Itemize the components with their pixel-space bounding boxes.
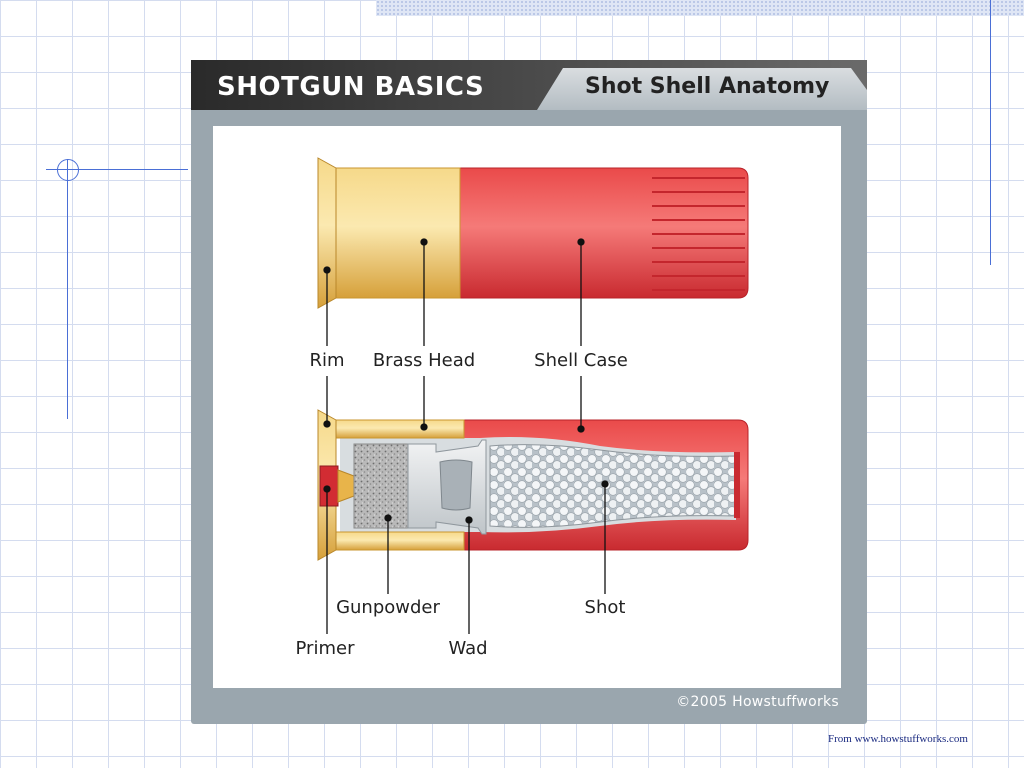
brass-head-cutaway-bottom: [333, 531, 465, 551]
shell-exterior: [317, 157, 749, 309]
label-shot: Shot: [585, 597, 626, 618]
leader-lines: [323, 238, 609, 634]
brass-head-exterior: [333, 167, 461, 299]
figure-credit: ©2005 Howstuffworks: [676, 694, 839, 710]
shot-shape: [489, 444, 737, 528]
decor-circle: [57, 159, 79, 181]
decor-line-vertical-right: [990, 0, 991, 265]
rim-exterior: [317, 157, 337, 309]
label-rim: Rim: [309, 350, 344, 371]
label-shell-case: Shell Case: [534, 350, 628, 371]
crimp-end: [734, 452, 740, 518]
figure-title: SHOTGUN BASICS: [217, 72, 485, 102]
figure-subtitle: Shot Shell Anatomy: [585, 74, 830, 99]
decor-line-horizontal: [46, 169, 188, 170]
gunpowder-shape: [353, 443, 409, 529]
crimp-lines: [652, 177, 745, 291]
wad-cup: [439, 459, 473, 511]
shell-case-exterior: [457, 167, 749, 299]
header-tab: [537, 68, 867, 110]
figure-header: [191, 60, 867, 110]
label-primer: Primer: [296, 638, 356, 659]
source-note: From www.howstuffworks.com: [828, 733, 968, 745]
shell-cutaway: [317, 409, 749, 561]
label-gunpowder: Gunpowder: [336, 597, 440, 618]
header-band: [376, 0, 1024, 16]
label-wad: Wad: [448, 638, 487, 659]
brass-head-cutaway: [333, 419, 465, 439]
decor-line-vertical-left: [67, 159, 68, 419]
label-brass-head: Brass Head: [373, 350, 475, 371]
primer-cup: [337, 469, 355, 503]
